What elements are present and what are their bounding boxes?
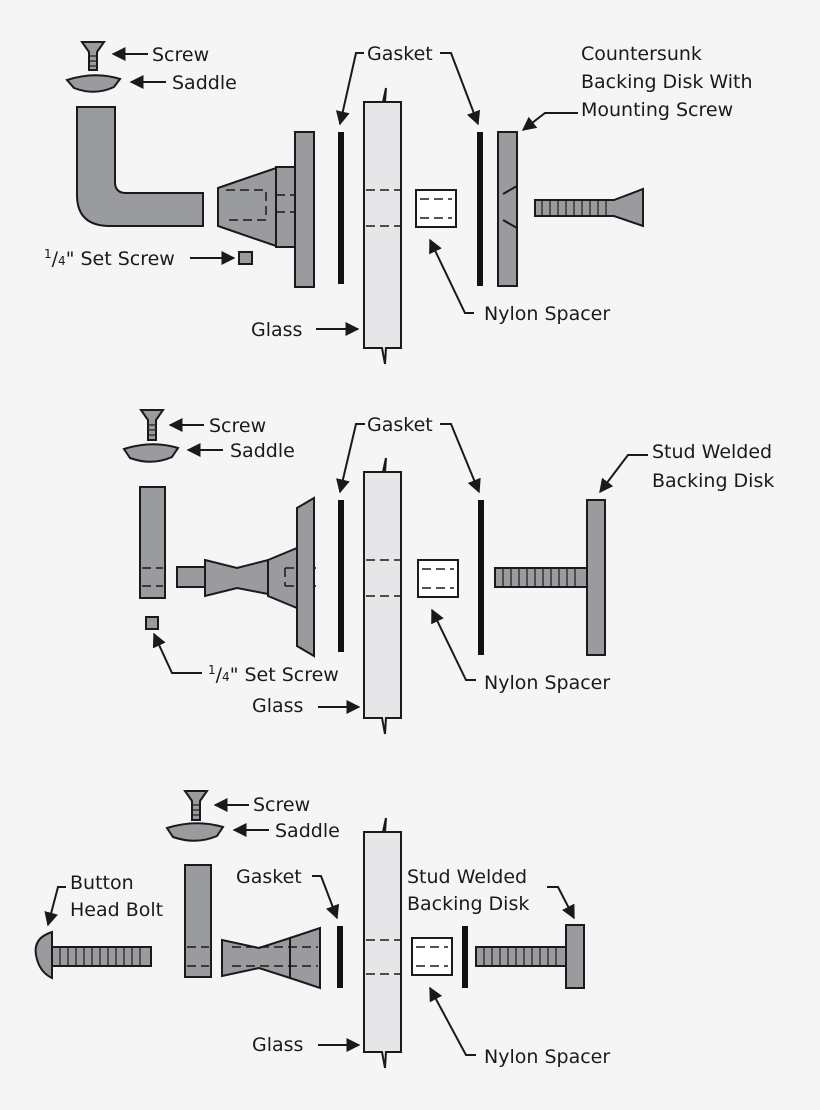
a2-standoff-part: [176, 546, 316, 610]
a3-stud-label-line2: Backing Disk: [407, 893, 529, 915]
a1-backing-disk-part: [497, 131, 518, 287]
a1-saddle-label: Saddle: [172, 72, 237, 94]
a2-saddle-label: Saddle: [230, 440, 295, 462]
a3-stud-label-line1: Stud Welded: [407, 866, 527, 888]
assembly-2-stud-welded: Screw Saddle Gasket Stud Welded Backing …: [122, 409, 774, 735]
a3-gasket-left: [337, 926, 343, 988]
a3-handle-part: [184, 864, 212, 978]
a2-gasket-left: [338, 500, 344, 652]
a1-handle-part: [76, 106, 204, 227]
a3-gasket-label: Gasket: [236, 866, 302, 888]
a1-gasket-label: Gasket: [367, 43, 433, 65]
a1-gasket-right: [477, 132, 483, 286]
a1-set-screw-rest: " Set Screw: [66, 248, 175, 270]
a1-flange-part: [294, 131, 315, 288]
a1-gasket-left: [338, 132, 344, 284]
a1-backing-label-line3: Mounting Screw: [581, 99, 733, 121]
a2-saddle-part: [122, 443, 180, 463]
a3-glass-label: Glass: [252, 1034, 303, 1056]
a1-saddle-part: [65, 74, 122, 93]
a3-glass-pane: [363, 817, 402, 1069]
a3-button-label-line1: Button: [70, 872, 134, 894]
a3-stud-disk-part: [475, 924, 585, 989]
a2-stud-disk-part: [494, 499, 606, 656]
a3-nylon-spacer-part: [411, 937, 453, 976]
a1-set-screw-part: [238, 251, 253, 265]
a1-set-screw-label: 1/4" Set Screw: [44, 247, 175, 270]
a2-nylon-spacer-part: [417, 559, 459, 598]
a2-nylon-spacer-label: Nylon Spacer: [484, 672, 610, 694]
a1-backing-label-line1: Countersunk: [581, 43, 702, 65]
a2-gasket-label: Gasket: [367, 414, 433, 436]
a2-handle-part: [139, 486, 166, 599]
a2-set-screw-den: 4: [222, 670, 230, 684]
a3-screw-part: [183, 790, 209, 821]
a2-set-screw-rest: " Set Screw: [230, 664, 339, 686]
a3-saddle-part: [165, 822, 225, 842]
a3-gasket-right: [462, 926, 468, 988]
a3-nylon-spacer-label: Nylon Spacer: [484, 1046, 610, 1068]
a2-screw-part: [139, 409, 165, 441]
a1-nylon-spacer-label: Nylon Spacer: [484, 303, 610, 325]
a2-flange-part: [296, 496, 315, 658]
a2-glass-label: Glass: [252, 695, 303, 717]
a2-set-screw-label: 1/4" Set Screw: [208, 663, 339, 686]
a1-backing-label-line2: Backing Disk With: [581, 71, 753, 93]
a3-saddle-label: Saddle: [275, 820, 340, 842]
a2-set-screw-num: 1: [208, 663, 216, 677]
a2-stud-label-line2: Backing Disk: [652, 470, 774, 492]
a1-screw-part: [80, 41, 106, 71]
a1-screw-label: Screw: [152, 44, 209, 66]
a1-glass-label: Glass: [251, 319, 302, 341]
a1-nylon-spacer-part: [415, 189, 457, 228]
a3-button-label-line2: Head Bolt: [70, 899, 163, 921]
a3-button-head-bolt-part: [34, 930, 152, 980]
a3-standoff-part: [221, 926, 321, 990]
a2-screw-label: Screw: [209, 415, 266, 437]
a2-gasket-right: [478, 500, 484, 655]
assembly-3-button-head: Screw Saddle Button Head Bolt Gasket Stu…: [34, 790, 610, 1069]
a1-mounting-screw-part: [534, 187, 644, 228]
assembly-1-countersunk: Screw Saddle Gasket Countersunk Backing …: [44, 41, 753, 365]
a1-set-screw-num: 1: [44, 247, 52, 261]
a2-set-screw-part: [145, 616, 159, 630]
a3-screw-label: Screw: [253, 794, 310, 816]
a1-set-screw-den: 4: [58, 254, 66, 268]
a2-stud-label-line1: Stud Welded: [652, 441, 772, 463]
